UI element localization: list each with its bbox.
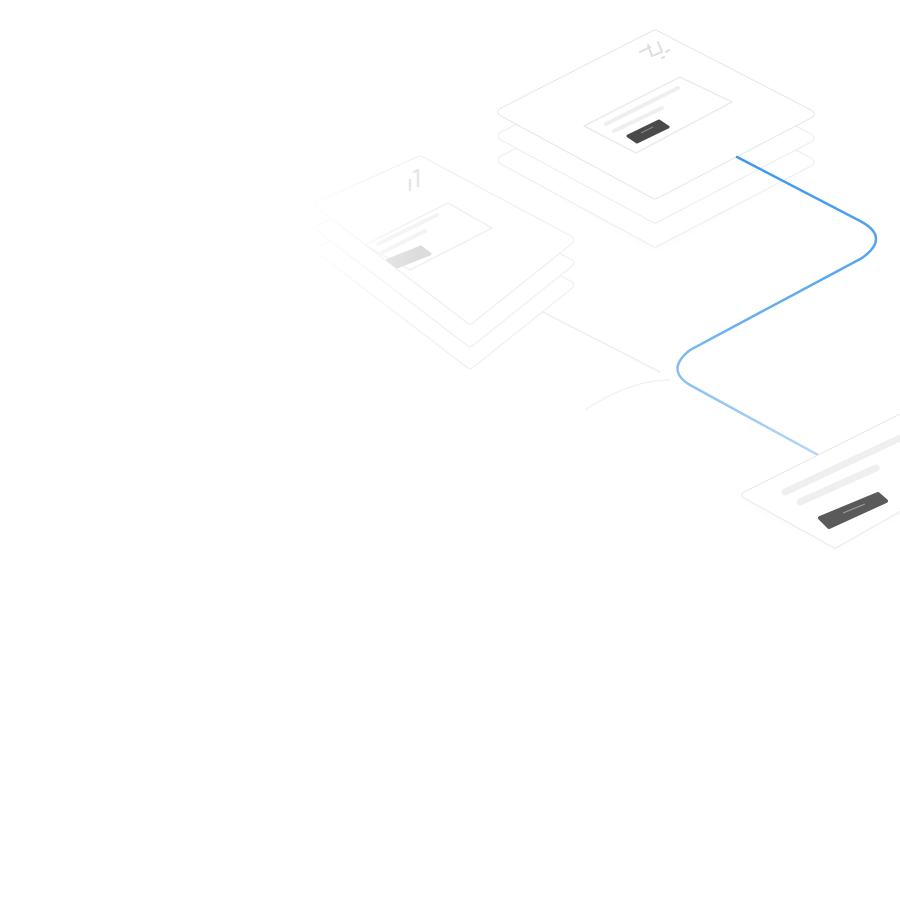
top-card-button <box>626 119 670 144</box>
top-card <box>497 29 815 248</box>
bottom-right-card <box>741 413 900 549</box>
left-card <box>300 150 575 380</box>
faint-arc <box>584 379 671 411</box>
plug-icon <box>639 41 670 59</box>
bottom-right-button <box>818 492 888 529</box>
bottom-right-placeholder-line <box>781 434 900 496</box>
top-card-panel <box>583 76 733 154</box>
connector-line <box>676 155 878 457</box>
bottom-right-placeholder-line <box>796 464 880 506</box>
top-card-placeholder-line <box>612 106 664 133</box>
top-card-placeholder-line <box>604 86 680 126</box>
